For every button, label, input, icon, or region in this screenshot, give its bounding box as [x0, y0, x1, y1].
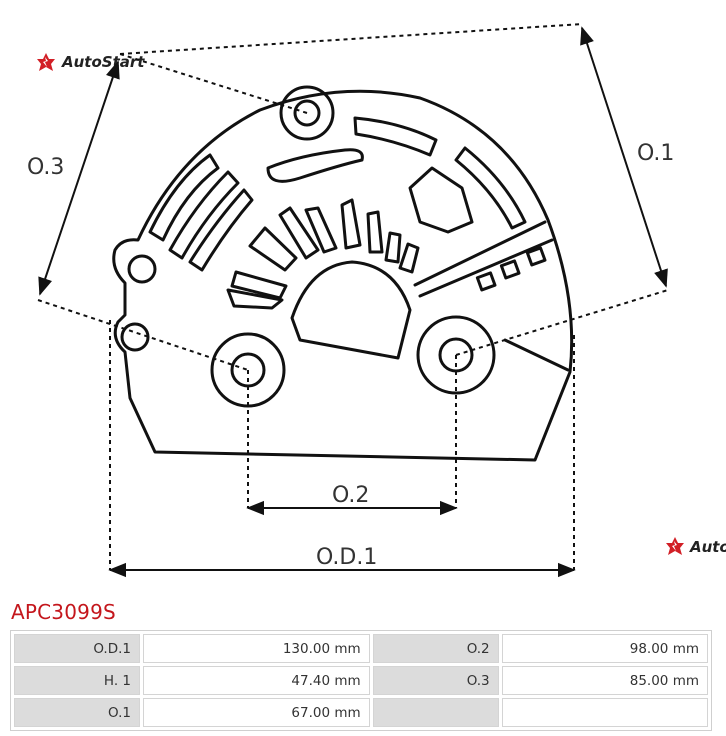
brand-logo-text: AutoStart [61, 53, 145, 71]
spec-value [501, 698, 708, 727]
table-row: O.1 67.00 mm [14, 698, 708, 727]
dimension-label-o1: O.1 [637, 141, 674, 166]
spec-value: 98.00 mm [501, 634, 708, 663]
part-code: APC3099S [11, 600, 116, 624]
spec-key [372, 698, 499, 727]
spec-key: O.1 [14, 698, 140, 727]
brand-logo-text: AutoStart [689, 538, 726, 556]
spec-value: 47.40 mm [143, 666, 370, 695]
technical-drawing: AutoStart AutoStart [27, 23, 726, 578]
spec-value: 85.00 mm [501, 666, 708, 695]
dimension-label-o2: O.2 [332, 483, 369, 508]
dimension-label-od1: O.D.1 [316, 545, 377, 570]
spec-value: 67.00 mm [143, 698, 370, 727]
autostart-logo-icon [666, 537, 684, 555]
part-outline [112, 85, 574, 462]
table-row: H. 1 47.40 mm O.3 85.00 mm [14, 666, 708, 695]
brand-logo-top: AutoStart [37, 53, 145, 71]
spec-key: O.2 [372, 634, 499, 663]
spec-key: O.D.1 [14, 634, 140, 663]
autostart-logo-icon [37, 53, 55, 71]
table-row: O.D.1 130.00 mm O.2 98.00 mm [14, 634, 708, 663]
dimension-label-o3: O.3 [27, 155, 64, 180]
dimension-lines [37, 23, 669, 578]
brand-logo-right: AutoStart [666, 537, 726, 556]
spec-key: H. 1 [14, 666, 140, 695]
spec-value: 130.00 mm [143, 634, 370, 663]
spec-key: O.3 [372, 666, 499, 695]
spec-table: O.D.1 130.00 mm O.2 98.00 mm H. 1 47.40 … [10, 630, 712, 731]
